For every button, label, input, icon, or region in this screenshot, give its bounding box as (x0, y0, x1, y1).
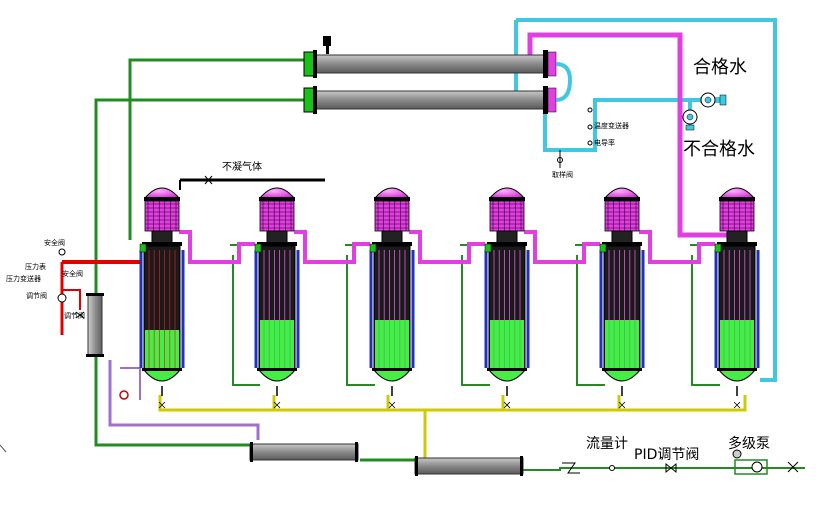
pid-valve-label: PID调节阀 (634, 447, 700, 463)
cooling-water-line (543, 98, 700, 152)
qualified-water-label: 合格水 (693, 57, 747, 78)
sampling-valve-icon (557, 157, 563, 163)
condenser-1 (314, 54, 548, 74)
flow-meter-icon (609, 465, 615, 471)
unqualified-water-label: 不合格水 (683, 139, 755, 160)
cooling-water-line (516, 18, 777, 382)
multistage-pump (734, 459, 768, 475)
regulating-valve-label-1: 调节阀 (26, 292, 47, 300)
non-condensable-gas-label: 不凝气体 (222, 162, 262, 173)
column-3 (369, 187, 415, 409)
column-4 (484, 187, 530, 409)
vent-valve (323, 36, 331, 46)
vertical-preheater (87, 294, 103, 356)
vapor-line-1 (179, 230, 255, 264)
vapor-line-3 (409, 230, 485, 264)
condenser-2 (314, 90, 548, 110)
multistage-pump-label: 多级泵 (728, 436, 770, 452)
vapor-line-5 (639, 230, 715, 264)
preheater-2 (414, 457, 524, 475)
evaporation-columns (139, 187, 760, 409)
temperature-transmitter-label: 温度变送器 (594, 122, 629, 130)
sampling-valve-label: 取样阀 (552, 171, 573, 179)
purple-line (108, 360, 260, 440)
safety-valve-label-2: 安全阀 (62, 270, 83, 278)
drain-header (158, 395, 747, 412)
pressure-transmitter-label: 压力变送器 (6, 275, 41, 283)
conductivity-label: 电导率 (594, 139, 615, 147)
pid-valve-icon (665, 462, 677, 474)
steam-line (527, 32, 745, 238)
feed-line (94, 98, 315, 250)
feed-line (128, 58, 315, 240)
column-6 (714, 187, 760, 409)
safety-valve-label-1: 安全阀 (44, 239, 65, 247)
flow-meter-label: 流量计 (586, 436, 628, 452)
column-2 (254, 187, 300, 409)
pressure-gauge-label: 压力表 (25, 263, 46, 271)
pump-indicator-icon (732, 449, 742, 459)
column-5 (599, 187, 645, 409)
column-1 (139, 187, 185, 409)
regulating-valve-label-2: 调节阀 (64, 312, 85, 320)
preheater-1 (249, 443, 359, 461)
vapor-line-2 (294, 230, 370, 264)
vapor-line-4 (524, 230, 600, 264)
